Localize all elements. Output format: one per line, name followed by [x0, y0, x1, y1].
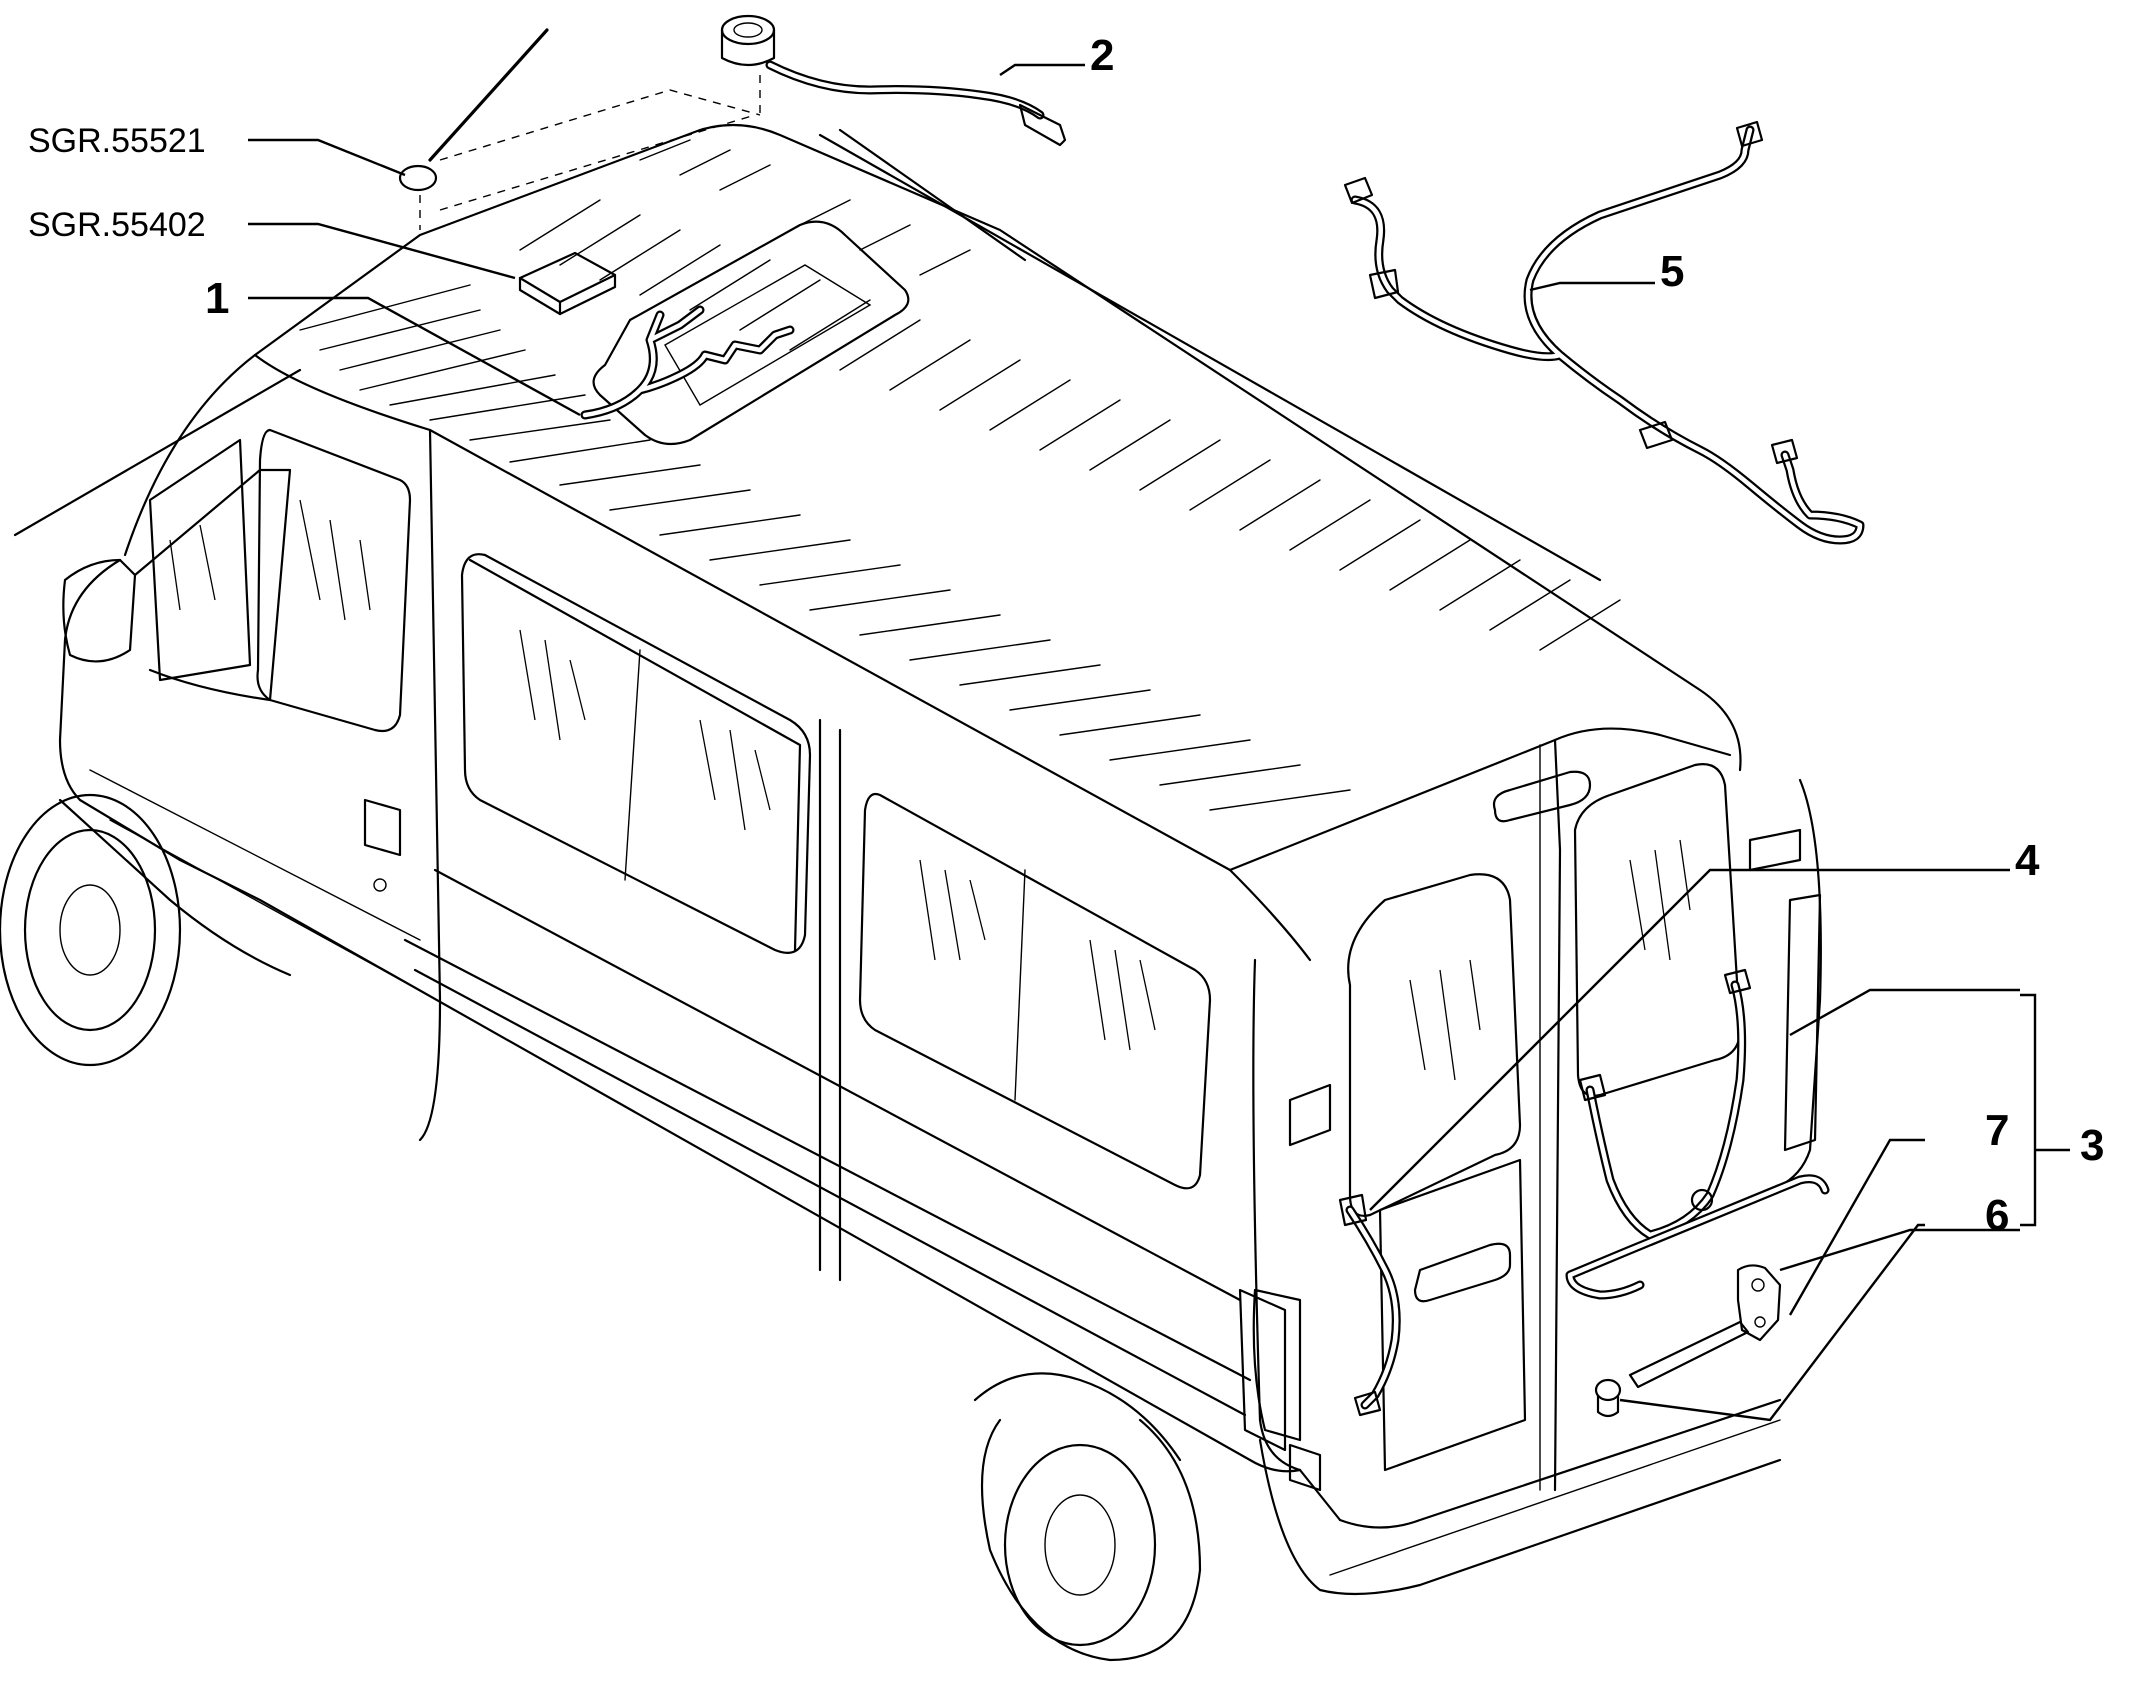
label-item-7: 7	[1985, 1106, 2009, 1155]
callout-labels: SGR.55521 SGR.55402 1 2 5 4 7 6 3	[28, 31, 2104, 1240]
label-item-4: 4	[2015, 836, 2040, 885]
glass-hatching	[169, 499, 1691, 1081]
roof-ribs	[299, 139, 1621, 811]
part-6-plug	[1594, 1378, 1622, 1418]
label-item-5: 5	[1660, 247, 1684, 296]
part-4-door-harness	[1338, 1193, 1401, 1417]
label-item-6: 6	[1985, 1191, 2009, 1240]
roof-antenna	[398, 28, 549, 192]
label-item-3: 3	[2080, 1121, 2104, 1170]
label-sgr-55402: SGR.55402	[28, 206, 206, 244]
part-7-latch	[1628, 1264, 1782, 1389]
rear-wheel	[973, 1372, 1202, 1662]
part-5-harness	[1343, 120, 1865, 545]
part-3-rear-harness	[1565, 968, 1830, 1300]
van-body	[0, 123, 1822, 1662]
part-1-roof-harness	[580, 305, 795, 420]
leader-lines	[248, 63, 2070, 1422]
label-sgr-55521: SGR.55521	[28, 122, 206, 160]
roof-module	[518, 251, 617, 316]
dashed-guide-lines	[419, 75, 761, 230]
part-2-cable	[720, 14, 1067, 147]
label-item-2: 2	[1090, 31, 1114, 80]
front-wheel	[0, 793, 182, 1067]
label-item-1: 1	[205, 274, 229, 323]
